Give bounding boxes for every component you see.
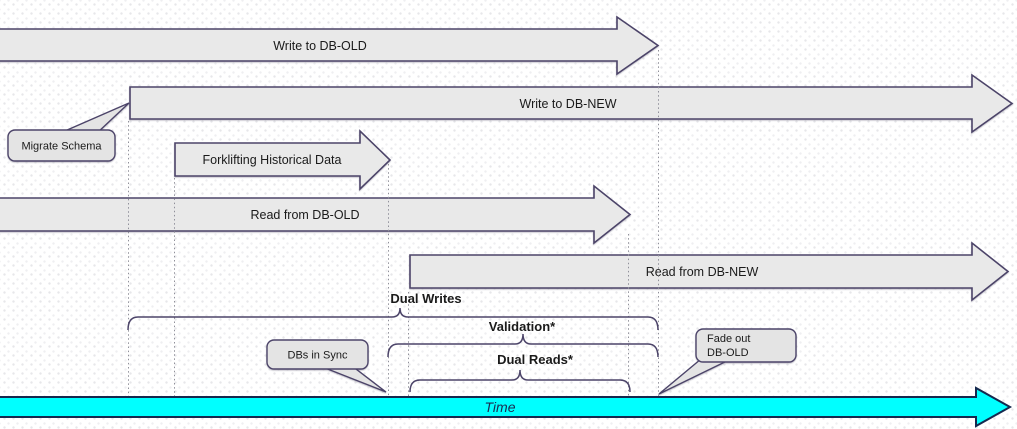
time-axis-arrow: Time: [0, 386, 1013, 428]
forklift-label: Forklifting Historical Data: [203, 153, 342, 167]
write-db-old-arrow: [0, 15, 660, 76]
validation-label: Validation*: [489, 319, 556, 334]
write-db-old-label: Write to DB-OLD: [273, 39, 367, 53]
time-axis-label: Time: [485, 399, 516, 415]
migrate-schema-callout: Migrate Schema: [7, 102, 130, 162]
dbs-in-sync-callout: DBs in Sync: [266, 339, 387, 393]
forklift-arrow: [174, 129, 392, 191]
write-db-new-arrow: [129, 73, 1014, 134]
read-db-old-arrow: [0, 184, 632, 245]
milestone-dotted-lines: [128, 50, 659, 396]
dual-writes-brace: [127, 307, 659, 331]
validation-brace: [387, 333, 659, 358]
dual-writes-label: Dual Writes: [390, 291, 461, 306]
read-db-new-label: Read from DB-NEW: [646, 265, 759, 279]
read-db-old-label: Read from DB-OLD: [250, 208, 359, 222]
dual-reads-label: Dual Reads*: [497, 352, 574, 367]
read-db-new-arrow: [409, 241, 1010, 302]
dbs-in-sync-label: DBs in Sync: [288, 350, 348, 362]
write-db-new-label: Write to DB-NEW: [520, 97, 617, 111]
migrate-schema-label: Migrate Schema: [21, 141, 102, 153]
fade-out-label-line1: Fade out: [707, 333, 750, 345]
fade-out-label-line2: DB-OLD: [707, 347, 749, 359]
dual-reads-brace: [409, 369, 631, 393]
fade-out-db-old-callout: Fade out DB-OLD: [658, 328, 797, 395]
